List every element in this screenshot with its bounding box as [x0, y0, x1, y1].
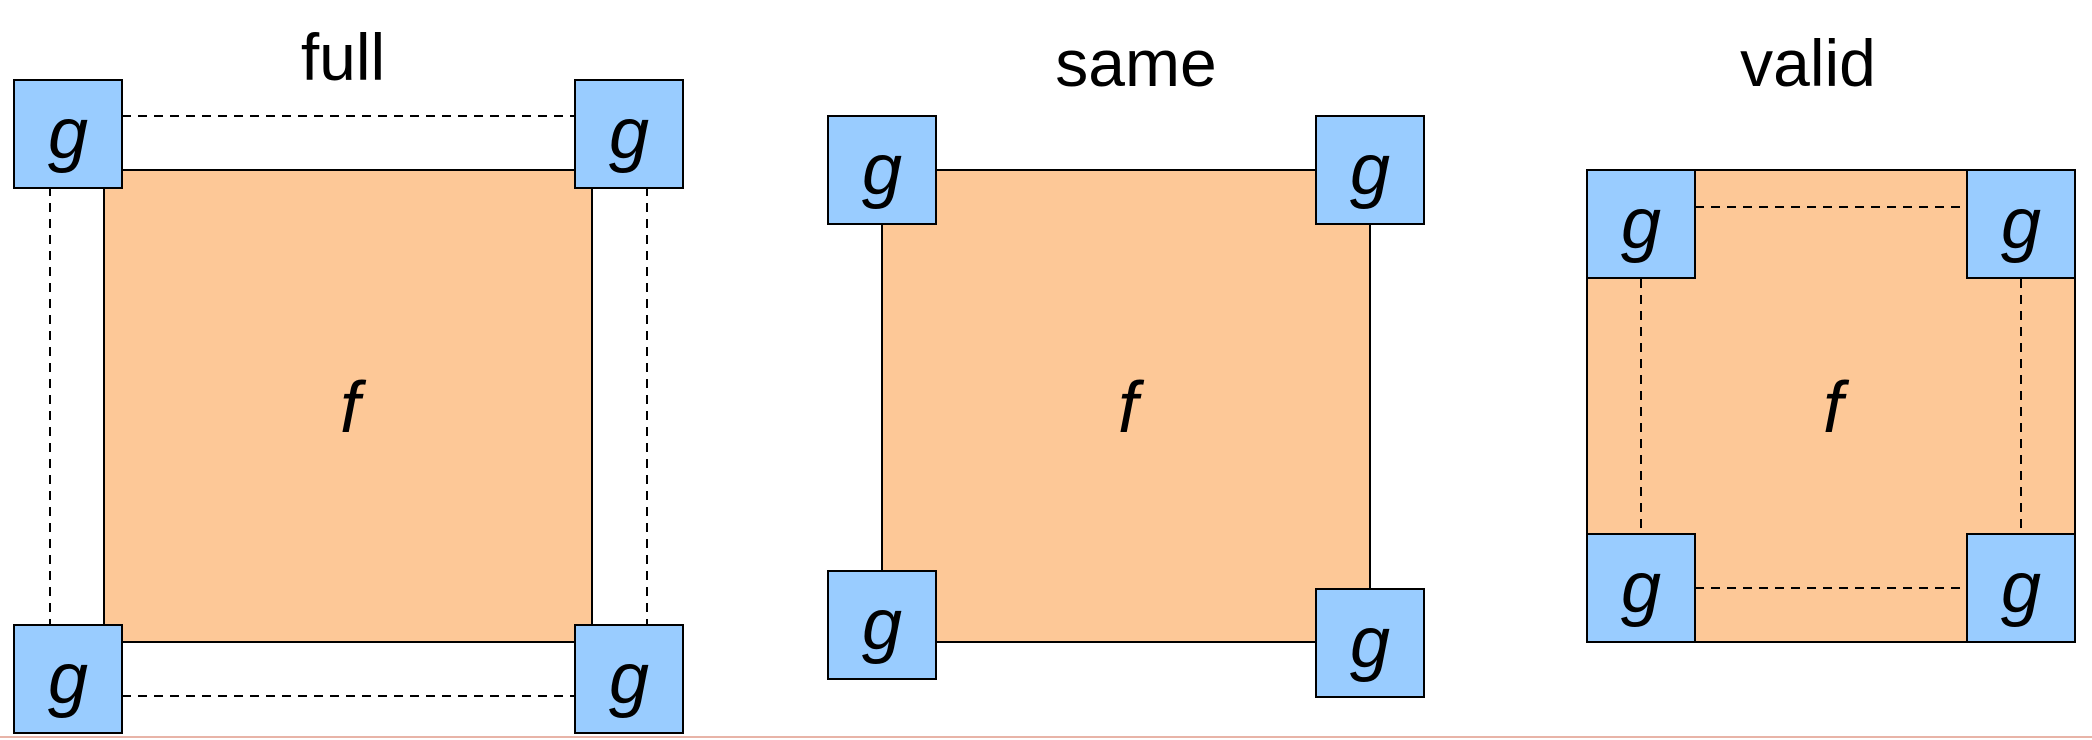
- g-kernel-same-br: [1315, 588, 1425, 698]
- panel-title-full: full: [301, 20, 385, 94]
- g-label-same-tr: g: [1350, 130, 1390, 210]
- g-kernel-same-tr: [1315, 115, 1425, 225]
- f-signal-same: [881, 169, 1371, 643]
- g-kernel-same-tl: [827, 115, 937, 225]
- panel-title-same: same: [1055, 26, 1216, 100]
- panel-title-valid: valid: [1740, 26, 1876, 100]
- g-kernel-same-bl: [827, 570, 937, 680]
- g-label-full-tl: g: [48, 94, 88, 174]
- g-kernel-full-tl: [13, 79, 123, 189]
- g-kernel-valid-tr: [1966, 169, 2076, 279]
- g-label-same-tl: g: [862, 130, 902, 210]
- g-kernel-full-tr: [574, 79, 684, 189]
- g-label-full-bl: g: [48, 639, 88, 719]
- g-label-valid-tl: g: [1621, 184, 1661, 264]
- panel-full: full f g g g g: [13, 20, 684, 734]
- panel-valid: valid f g g g g: [1586, 26, 2076, 643]
- g-kernel-valid-br: [1966, 533, 2076, 643]
- g-label-valid-tr: g: [2001, 184, 2041, 264]
- g-label-same-bl: g: [862, 585, 902, 665]
- g-label-full-tr: g: [609, 94, 649, 174]
- g-label-valid-bl: g: [1621, 548, 1661, 628]
- panel-same: same f g g g g: [827, 26, 1425, 698]
- g-kernel-valid-tl: [1586, 169, 1696, 279]
- g-label-valid-br: g: [2001, 548, 2041, 628]
- f-signal-full: [103, 169, 593, 643]
- g-kernel-full-br: [574, 624, 684, 734]
- g-label-same-br: g: [1350, 603, 1390, 683]
- g-label-full-br: g: [609, 639, 649, 719]
- g-kernel-full-bl: [13, 624, 123, 734]
- g-kernel-valid-bl: [1586, 533, 1696, 643]
